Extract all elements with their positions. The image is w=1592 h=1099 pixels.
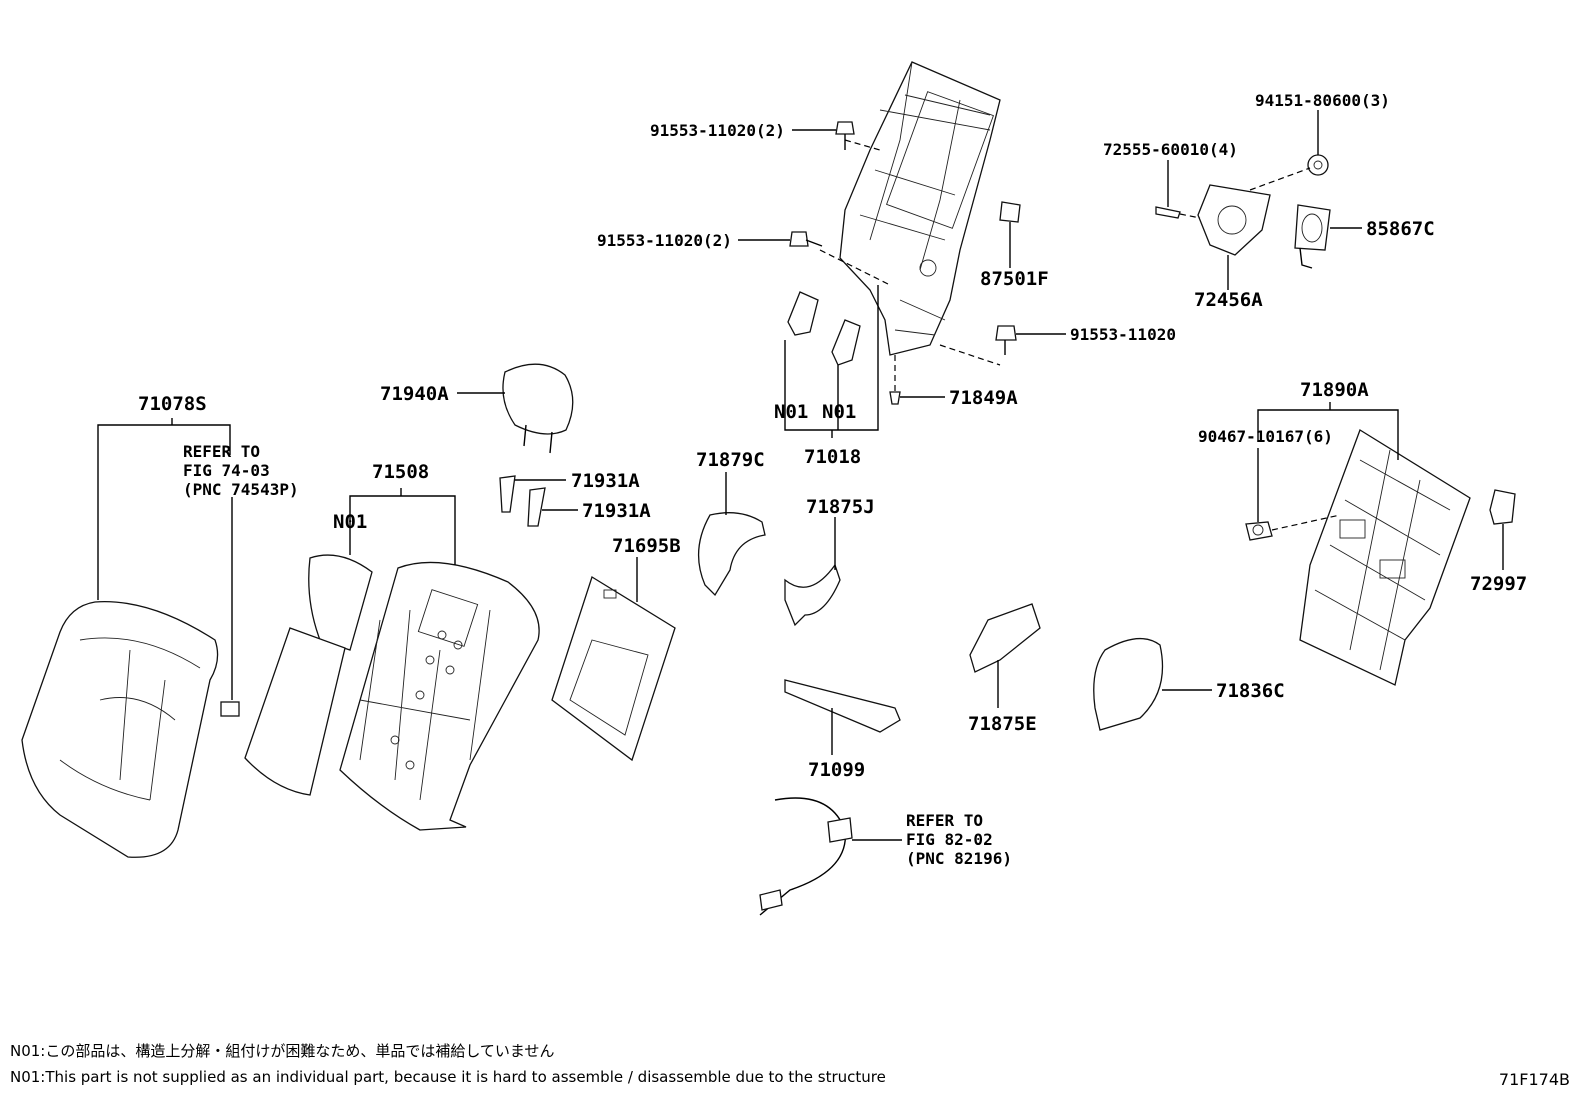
nut-94151[interactable] xyxy=(1307,154,1329,176)
seat-frame-71018[interactable] xyxy=(839,61,1001,356)
seat-pad-71508[interactable] xyxy=(244,554,540,831)
label-71078S: 71078S xyxy=(138,393,207,415)
cover-71875J[interactable] xyxy=(784,563,841,627)
label-n01-left: N01 xyxy=(774,401,808,423)
label-71099: 71099 xyxy=(808,759,865,781)
label-71849A: 71849A xyxy=(949,387,1018,409)
refer-fig-label-1: FIG 74-03 xyxy=(183,461,270,480)
figure-code: 71F174B xyxy=(1498,1070,1570,1089)
clip-90467[interactable] xyxy=(1245,521,1273,541)
label-n01-right: N01 xyxy=(822,401,856,423)
latch-n01-left[interactable] xyxy=(787,291,819,336)
refer-fig-label-2: FIG 82-02 xyxy=(906,830,993,849)
label-91553-c: 91553-11020 xyxy=(1070,325,1176,344)
label-87501F: 87501F xyxy=(980,268,1049,290)
latch-n01-right[interactable] xyxy=(831,319,861,366)
label-71875J: 71875J xyxy=(806,496,875,518)
panel-71695B[interactable] xyxy=(551,576,676,762)
note-n01-english: N01:This part is not supplied as an indi… xyxy=(10,1068,886,1086)
callout-71018 xyxy=(784,285,879,438)
label-71879C: 71879C xyxy=(696,449,765,471)
clip-87501F[interactable] xyxy=(999,201,1021,223)
label-71931A-2: 71931A xyxy=(582,500,651,522)
bolt-91553-b[interactable] xyxy=(789,231,823,247)
label-71695B: 71695B xyxy=(612,535,681,557)
callout-71890A xyxy=(1257,402,1399,460)
dashed-bolt-lines xyxy=(819,139,1001,392)
callout-71078S xyxy=(97,418,233,700)
label-71890A: 71890A xyxy=(1300,379,1369,401)
label-71018: 71018 xyxy=(804,446,861,468)
label-91553-b: 91553-11020(2) xyxy=(597,231,732,250)
label-91553-a: 91553-11020(2) xyxy=(650,121,785,140)
refer-pnc-label-2: (PNC 82196) xyxy=(906,849,1012,868)
headrest-support-71931A-1[interactable] xyxy=(499,475,516,513)
label-71940A: 71940A xyxy=(380,383,449,405)
headrest-support-71931A-2[interactable] xyxy=(527,487,546,527)
cover-tag[interactable] xyxy=(220,701,240,717)
callout-71508 xyxy=(349,488,456,565)
speaker-85867C[interactable] xyxy=(1294,204,1331,269)
wire-harness[interactable] xyxy=(759,797,853,916)
label-71508: 71508 xyxy=(372,461,429,483)
back-board-71890A[interactable] xyxy=(1299,429,1471,686)
bolt-91553-c[interactable] xyxy=(995,325,1017,355)
headrest-71940A[interactable] xyxy=(502,363,574,454)
label-94151: 94151-80600(3) xyxy=(1255,91,1390,110)
label-85867C: 85867C xyxy=(1366,218,1435,240)
label-71836C: 71836C xyxy=(1216,680,1285,702)
pin-71849A[interactable] xyxy=(889,391,901,405)
trim-71099[interactable] xyxy=(784,679,901,733)
label-71931A-1: 71931A xyxy=(571,470,640,492)
note-n01-japanese: N01:この部品は、構造上分解・組付けが困難なため、単品では補給していません xyxy=(10,1042,555,1060)
label-71875E: 71875E xyxy=(968,713,1037,735)
label-72555: 72555-60010(4) xyxy=(1103,140,1238,159)
dashed-clip-line xyxy=(1271,514,1341,531)
label-n01-pad: N01 xyxy=(333,511,367,533)
refer-to-label-2: REFER TO xyxy=(906,811,983,830)
cover-71875E[interactable] xyxy=(969,603,1041,673)
label-72997: 72997 xyxy=(1470,573,1527,595)
refer-pnc-label-1: (PNC 74543P) xyxy=(183,480,299,499)
clip-72997[interactable] xyxy=(1489,489,1516,525)
bolt-91553-a[interactable] xyxy=(835,121,855,150)
cover-71879C[interactable] xyxy=(697,512,766,597)
cover-71836C[interactable] xyxy=(1093,638,1164,731)
screw-72555[interactable] xyxy=(1155,206,1181,219)
label-90467: 90467-10167(6) xyxy=(1198,427,1333,446)
seat-cover-71078S[interactable] xyxy=(21,601,219,858)
bracket-72456A[interactable] xyxy=(1197,184,1271,256)
refer-to-label-1: REFER TO xyxy=(183,442,260,461)
label-72456A: 72456A xyxy=(1194,289,1263,311)
speaker-dashed-lines xyxy=(1179,167,1311,219)
